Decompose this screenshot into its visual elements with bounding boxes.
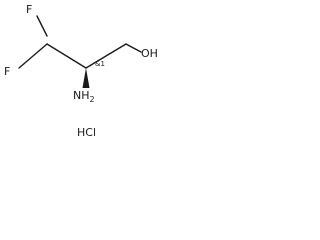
stereo-descriptor-label: &1 <box>95 60 105 68</box>
bond-ch2-to-oh <box>125 43 142 53</box>
fluorine-left-label: F <box>4 65 10 78</box>
amino-subscript: 2 <box>90 95 95 104</box>
hydroxyl-label: OH <box>141 47 158 60</box>
bond-f-left-to-chf2 <box>18 43 48 69</box>
salt-label: HCl <box>77 126 96 139</box>
bond-chf2-to-stereocenter <box>46 43 87 69</box>
chemical-structure: F F OH NH2 &1 HCl <box>4 3 158 139</box>
bond-f-top-to-chf2 <box>36 15 48 37</box>
amino-main-text: NH <box>73 89 90 102</box>
fluorine-top-label: F <box>26 3 32 16</box>
amino-label: NH2 <box>73 89 95 104</box>
bond-stereocenter-to-ch2 <box>85 43 127 69</box>
wedge-bond-amino <box>82 68 90 88</box>
